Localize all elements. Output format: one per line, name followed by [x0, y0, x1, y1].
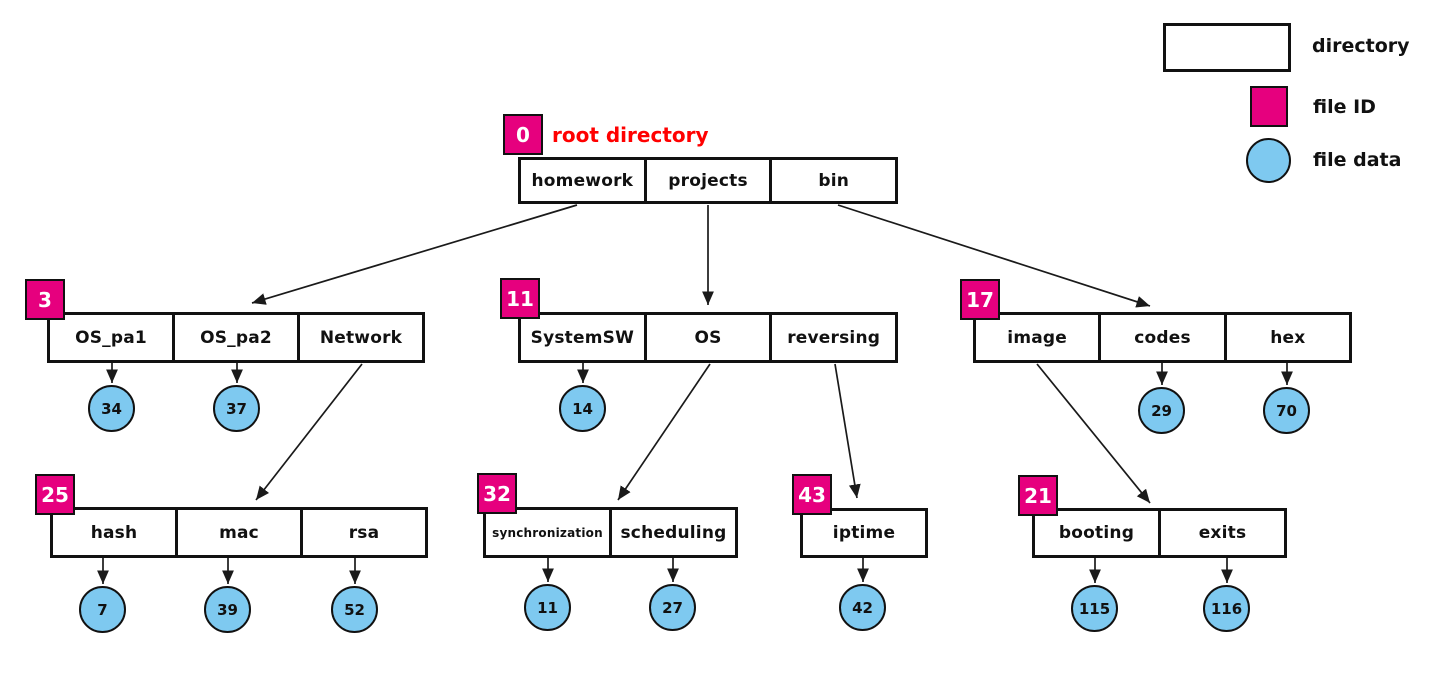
dir-entry-os-pa1: OS_pa1 — [50, 315, 175, 360]
legend-directory-label: directory — [1312, 35, 1410, 57]
legend-file-id-swatch — [1250, 86, 1288, 127]
file-id-dir17: 17 — [960, 279, 1000, 320]
dir-entry-codes: codes — [1101, 315, 1227, 360]
root-directory-caption: root directory — [552, 123, 709, 147]
dir-box-reversing: iptime — [800, 508, 928, 558]
arrow-image-to-dir21 — [1036, 363, 1151, 504]
file-data-exits: 116 — [1203, 585, 1250, 632]
dir-box-image: booting exits — [1032, 508, 1287, 558]
dir-box-bin: image codes hex — [973, 312, 1352, 363]
dir-entry-reversing: reversing — [787, 327, 881, 348]
file-data-rsa: 52 — [331, 586, 378, 633]
dir-entry-image: image — [976, 315, 1102, 360]
dir-entry-os: OS — [647, 315, 773, 360]
dir-entry-systemsw: SystemSW — [521, 315, 647, 360]
dir-entry-booting: booting — [1035, 511, 1161, 555]
file-data-mac: 39 — [204, 586, 251, 633]
file-data-hash: 7 — [79, 586, 126, 633]
dir-box-homework: OS_pa1 OS_pa2 Network — [47, 312, 425, 363]
dir-entry-exits: exits — [1198, 523, 1247, 543]
dir-entry-rsa: rsa — [348, 522, 380, 543]
file-data-iptime: 42 — [839, 584, 886, 631]
dir-box-root: homework projects bin — [518, 157, 898, 204]
dir-entry-homework: homework — [521, 160, 647, 201]
dir-box-os: synchronization scheduling — [483, 507, 738, 558]
dir-entry-network: Network — [319, 327, 403, 348]
dir-entry-synchronization: synchronization — [486, 510, 612, 555]
file-id-dir3: 3 — [25, 279, 65, 320]
file-data-booting: 115 — [1071, 585, 1118, 632]
dir-entry-mac: mac — [178, 510, 303, 555]
file-data-os-pa2: 37 — [213, 385, 260, 432]
legend-file-data-swatch — [1246, 138, 1291, 183]
dir-entry-projects: projects — [647, 160, 773, 201]
file-id-dir43: 43 — [792, 474, 832, 515]
arrow-network-to-dir25 — [255, 363, 363, 501]
file-id-dir11: 11 — [500, 278, 540, 319]
dir-box-projects: SystemSW OS reversing — [518, 312, 898, 363]
legend-file-data-label: file data — [1313, 149, 1402, 171]
legend-file-id-label: file ID — [1313, 96, 1376, 118]
file-data-hex: 70 — [1263, 387, 1310, 434]
dir-entry-hash: hash — [53, 510, 178, 555]
file-id-dir32: 32 — [477, 473, 517, 514]
dir-entry-os-pa2: OS_pa2 — [175, 315, 300, 360]
file-data-os-pa1: 34 — [88, 385, 135, 432]
dir-entry-hex: hex — [1270, 327, 1306, 348]
dir-entry-iptime: iptime — [832, 523, 896, 543]
file-data-synchronization: 11 — [524, 584, 571, 631]
file-data-scheduling: 27 — [649, 584, 696, 631]
dir-entry-scheduling: scheduling — [620, 522, 727, 543]
arrow-homework-to-dir3 — [251, 204, 578, 305]
file-id-dir21: 21 — [1018, 475, 1058, 516]
file-id-root: 0 — [503, 114, 543, 155]
arrow-os-to-dir32 — [617, 363, 711, 501]
legend-directory-swatch — [1163, 23, 1291, 72]
dir-entry-bin: bin — [818, 170, 850, 191]
file-id-dir25: 25 — [35, 474, 75, 515]
dir-box-network: hash mac rsa — [50, 507, 428, 558]
file-data-codes: 29 — [1138, 387, 1185, 434]
file-data-systemsw: 14 — [559, 385, 606, 432]
arrow-reversing-to-dir43 — [834, 363, 861, 499]
arrow-bin-to-dir17 — [837, 204, 1151, 308]
